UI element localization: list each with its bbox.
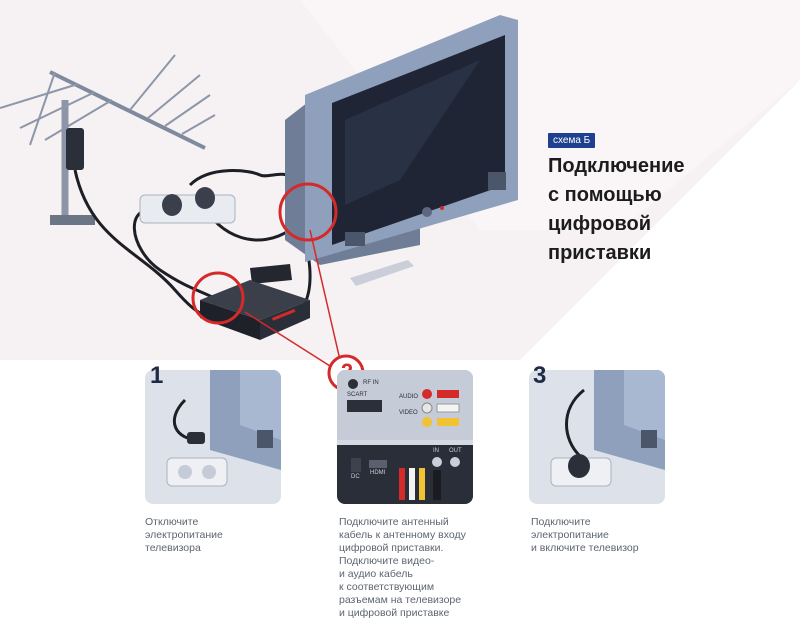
callout-circle-box bbox=[191, 271, 245, 325]
plug-in-tv-illustration bbox=[550, 370, 665, 487]
tv-port-label-rfin: RF IN bbox=[363, 380, 379, 386]
callout-circle-tv bbox=[278, 182, 338, 242]
callout-lines bbox=[244, 229, 341, 367]
tv-port-label-scart: SCART bbox=[347, 392, 368, 398]
tv-icon bbox=[285, 15, 518, 265]
tv-port-label-audio: AUDIO bbox=[399, 394, 419, 400]
step-3-number: 3 bbox=[533, 362, 547, 389]
step-3-panel bbox=[529, 370, 665, 504]
step-1-caption: Отключите электропитание телевизора bbox=[145, 516, 223, 554]
step-2-panel: RF IN SCART AUDIO VIDEO DC HDMI IN OUT bbox=[337, 370, 473, 504]
step-3-caption: Подключите электропитание и включите тел… bbox=[531, 516, 639, 554]
tv-port-label-video: VIDEO bbox=[399, 410, 418, 416]
step-1-panel bbox=[145, 370, 281, 504]
page-title: Подключение с помощью цифровой приставки bbox=[548, 155, 685, 264]
remote-control-icon bbox=[250, 260, 414, 286]
box-port-label-hdmi: HDMI bbox=[370, 470, 386, 476]
box-port-label-out: OUT bbox=[449, 448, 462, 454]
power-outlet-icon bbox=[139, 187, 236, 224]
step-1-number: 1 bbox=[150, 362, 164, 389]
step-2-caption: Подключите антенный кабель к антенному в… bbox=[339, 516, 466, 619]
box-port-label-in: IN bbox=[433, 448, 439, 454]
connector-illustration bbox=[337, 370, 473, 504]
box-port-label-dc: DC bbox=[351, 474, 360, 480]
antenna-icon bbox=[0, 54, 216, 225]
scheme-badge: схема Б bbox=[548, 133, 596, 148]
unplug-tv-illustration bbox=[166, 370, 281, 487]
set-top-box-icon bbox=[200, 280, 310, 340]
